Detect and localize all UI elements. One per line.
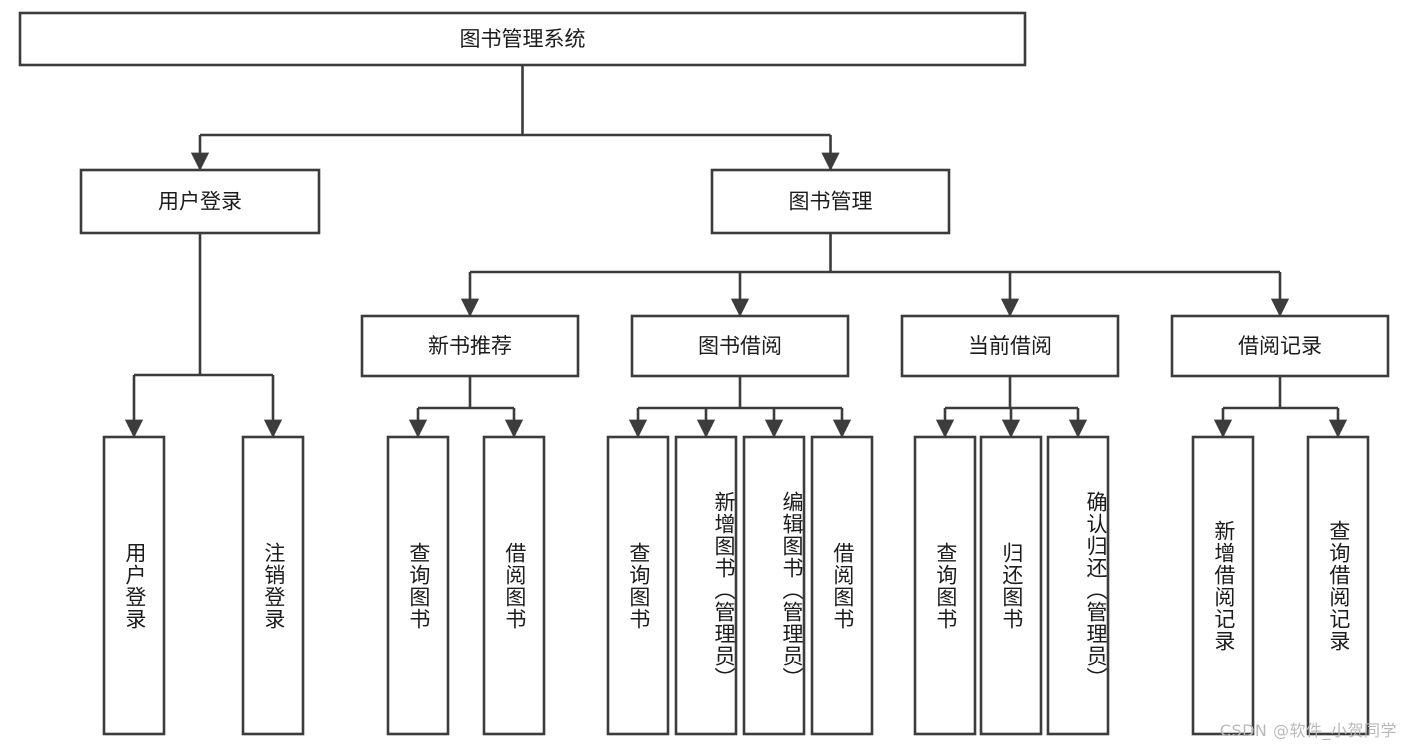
node-box-leaf-borrow-book-1[interactable] [482, 435, 546, 736]
node-label-new-book-recommend: 新书推荐 [428, 334, 512, 358]
node-label-book-borrow: 图书借阅 [698, 334, 782, 358]
node-leaf-query-record[interactable] [1306, 435, 1370, 736]
watermark-text: CSDN @软件_小贺同学 [1219, 721, 1397, 740]
node-box-leaf-confirm-return[interactable] [1046, 435, 1110, 736]
connector-lines-group [124, 65, 1348, 438]
node-box-borrow-record[interactable] [1170, 314, 1390, 378]
node-box-current-borrow[interactable] [900, 314, 1120, 378]
node-leaf-query-book-1[interactable] [386, 435, 450, 736]
node-leaf-borrow-book-1[interactable] [482, 435, 546, 736]
node-book-manage[interactable]: 图书管理 [710, 168, 951, 235]
node-leaf-add-book[interactable] [674, 435, 738, 736]
node-leaf-borrow-book-2[interactable] [810, 435, 874, 736]
node-label-borrow-record: 借阅记录 [1238, 334, 1322, 358]
node-box-leaf-add-book[interactable] [674, 435, 738, 736]
node-box-leaf-query-book-2[interactable] [606, 435, 670, 736]
node-user-login[interactable]: 用户登录 [79, 168, 321, 235]
node-box-leaf-borrow-book-2[interactable] [810, 435, 874, 736]
node-leaf-add-record[interactable] [1191, 435, 1255, 736]
node-leaf-return-book[interactable] [979, 435, 1043, 736]
node-box-user-login[interactable] [79, 168, 321, 235]
node-box-leaf-query-book-1[interactable] [386, 435, 450, 736]
node-label-book-manage: 图书管理 [789, 190, 873, 214]
node-current-borrow[interactable]: 当前借阅 [900, 314, 1120, 378]
node-box-leaf-add-record[interactable] [1191, 435, 1255, 736]
node-box-leaf-query-record[interactable] [1306, 435, 1370, 736]
node-label-root: 图书管理系统 [460, 27, 586, 51]
node-box-leaf-query-book-3[interactable] [913, 435, 977, 736]
node-leaf-confirm-return[interactable] [1046, 435, 1110, 736]
node-new-book-recommend[interactable]: 新书推荐 [360, 314, 580, 378]
node-book-borrow[interactable]: 图书借阅 [630, 314, 850, 378]
node-leaf-user-login[interactable] [102, 435, 166, 736]
node-label-user-login: 用户登录 [158, 190, 242, 214]
node-box-leaf-edit-book[interactable] [742, 435, 806, 736]
node-leaf-edit-book[interactable] [742, 435, 806, 736]
node-leaf-logout[interactable] [241, 435, 305, 736]
node-box-root[interactable] [18, 11, 1027, 67]
node-box-book-borrow[interactable] [630, 314, 850, 378]
node-box-new-book-recommend[interactable] [360, 314, 580, 378]
node-leaf-query-book-2[interactable] [606, 435, 670, 736]
node-box-leaf-return-book[interactable] [979, 435, 1043, 736]
node-box-book-manage[interactable] [710, 168, 951, 235]
node-box-leaf-logout[interactable] [241, 435, 305, 736]
node-label-current-borrow: 当前借阅 [968, 334, 1052, 358]
node-borrow-record[interactable]: 借阅记录 [1170, 314, 1390, 378]
node-root[interactable]: 图书管理系统 [18, 11, 1027, 67]
node-leaf-query-book-3[interactable] [913, 435, 977, 736]
node-box-leaf-user-login[interactable] [102, 435, 166, 736]
